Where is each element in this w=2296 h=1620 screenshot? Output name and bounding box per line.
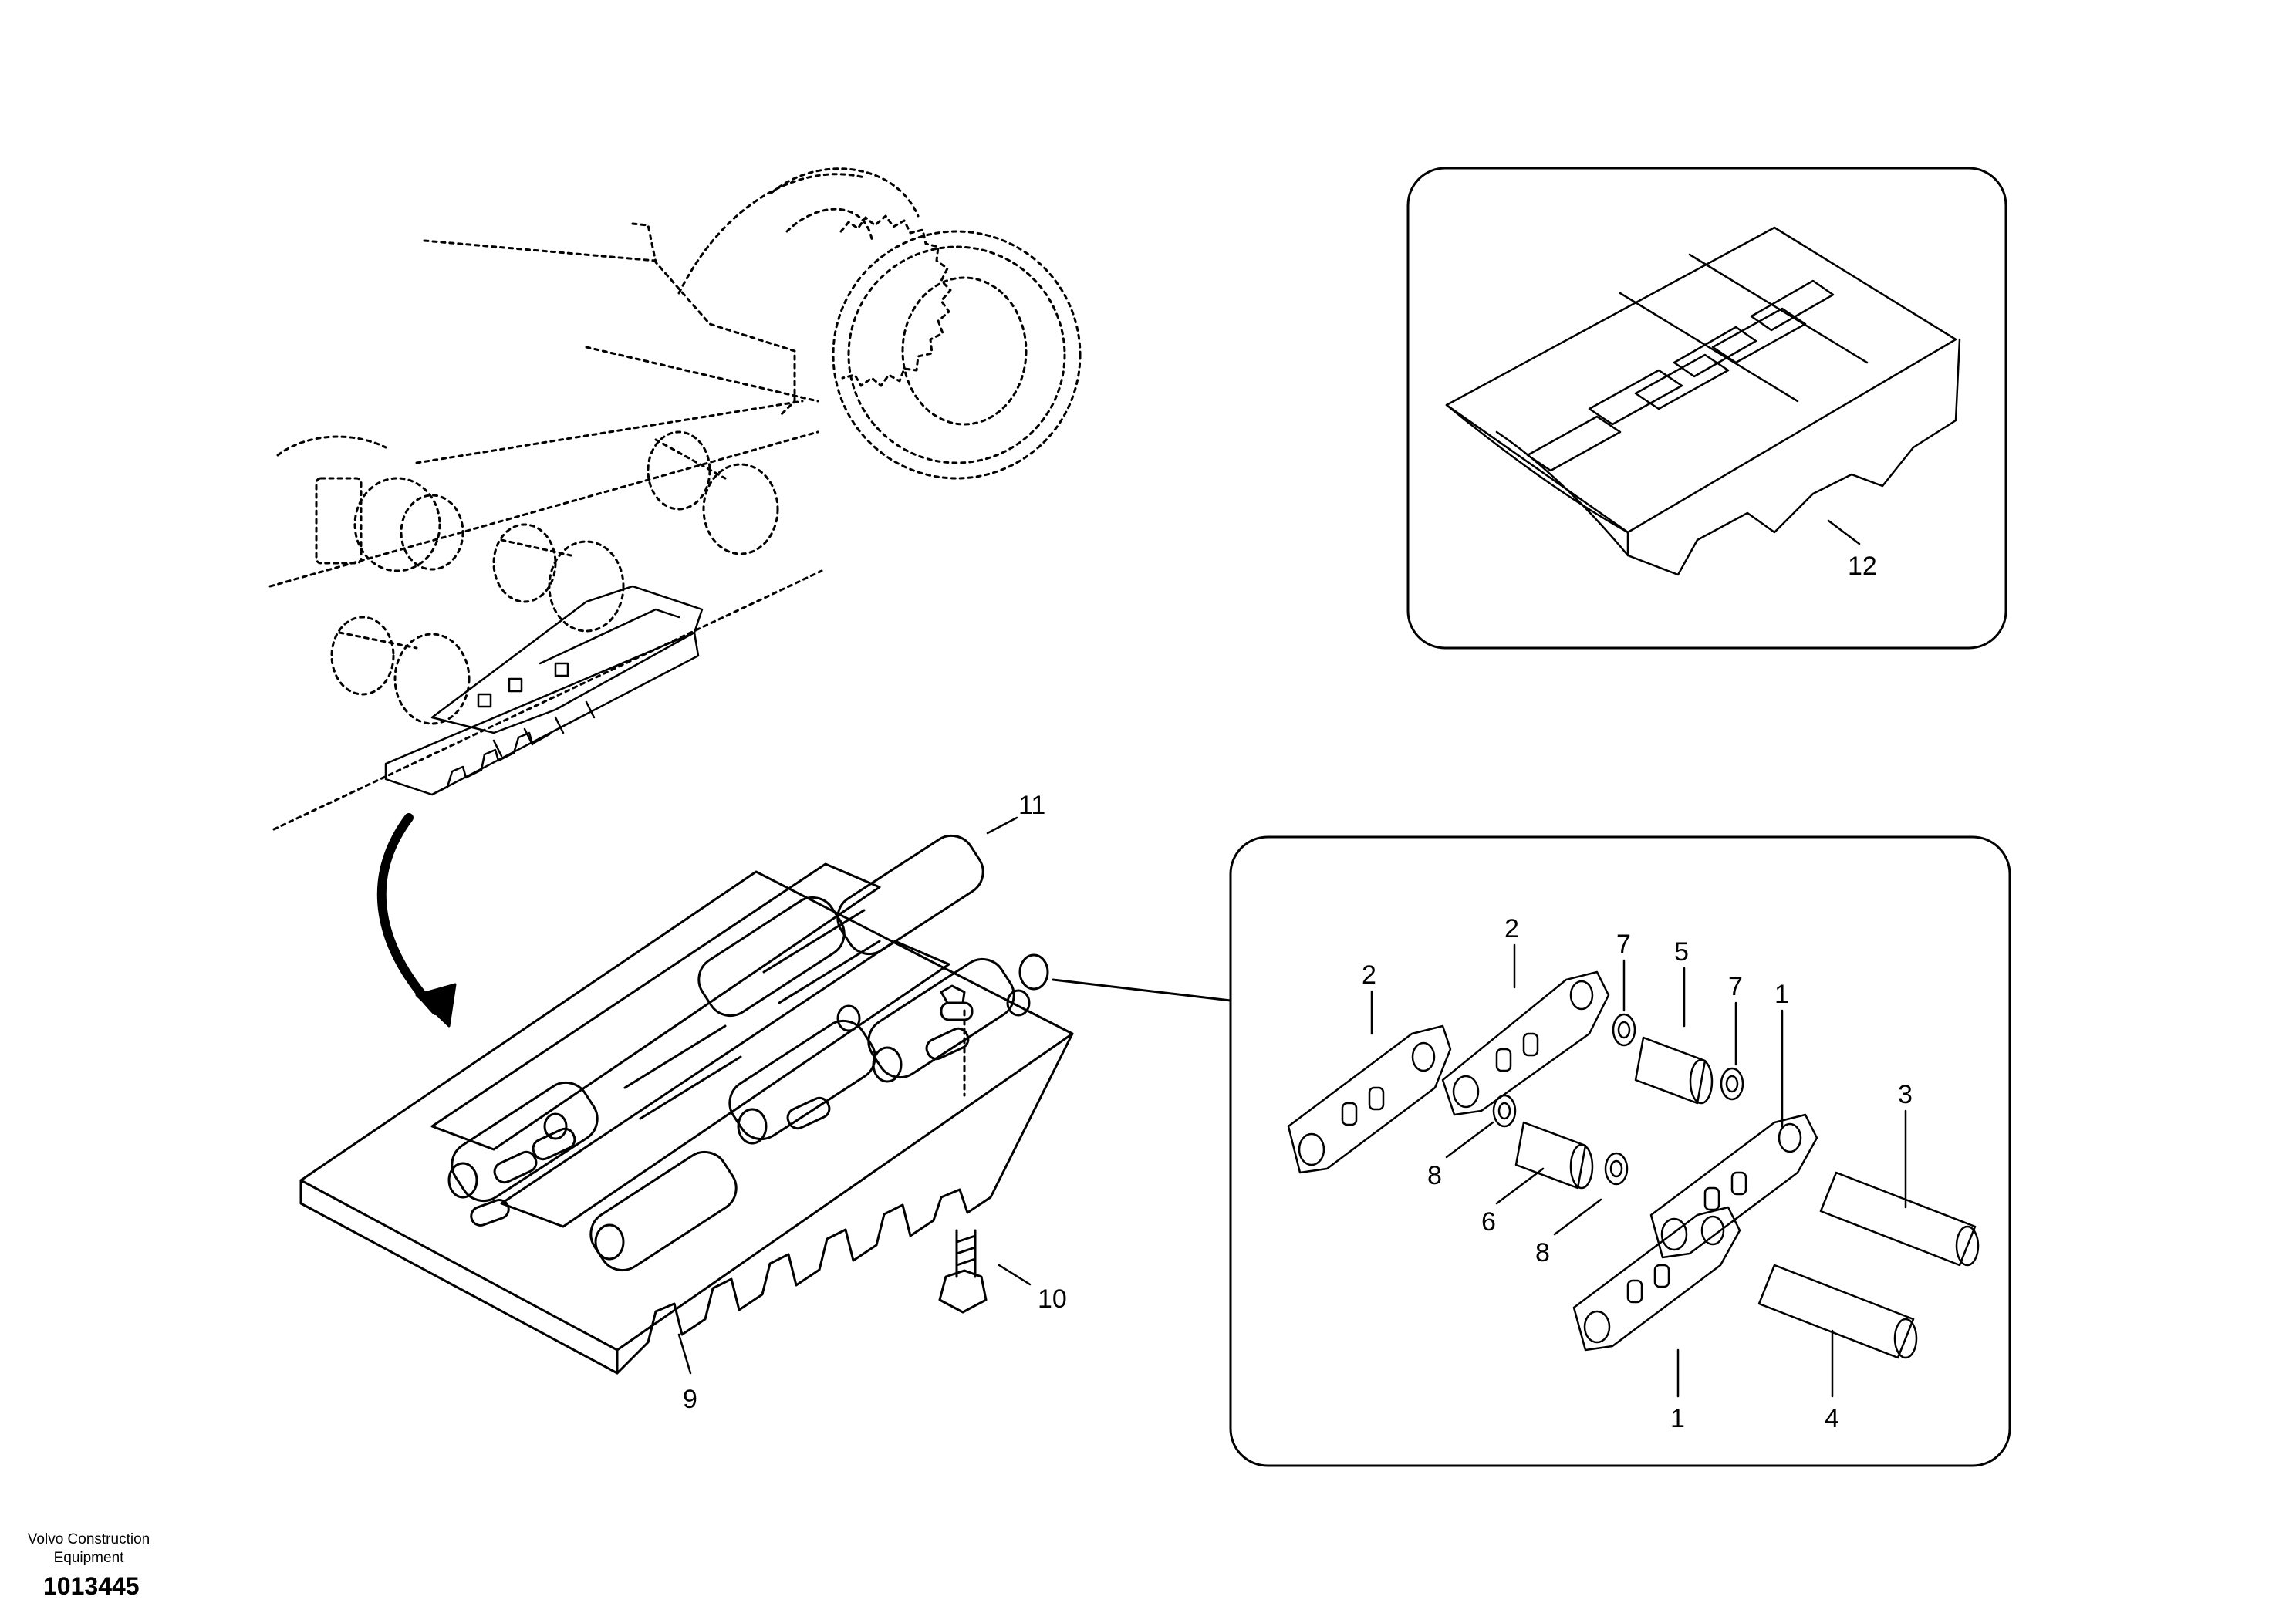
callout-1-upper: 1	[1774, 980, 1789, 1009]
callout-labels: 11 10 9 12 2 2 7 5 7 1 3 8 6 8 1 4	[683, 552, 1913, 1433]
callout-10: 10	[1038, 1284, 1067, 1314]
callout-6: 6	[1481, 1207, 1496, 1237]
undercarriage-context	[268, 167, 1082, 831]
callout-2-left: 2	[1362, 960, 1376, 990]
leader-lines	[677, 519, 1907, 1398]
callout-11: 11	[1018, 791, 1045, 820]
callout-8-upper: 8	[1427, 1161, 1442, 1190]
callout-8-lower: 8	[1535, 1238, 1550, 1267]
direction-arrow	[376, 813, 441, 1015]
detail-pointer-line	[1052, 978, 1232, 1002]
link-parts-drawing	[1287, 970, 1980, 1359]
rubber-pad-drawing	[1445, 226, 1961, 576]
drawing-number: 1013445	[43, 1572, 140, 1600]
track-link-context	[384, 585, 704, 796]
callout-5: 5	[1674, 937, 1689, 967]
callout-12: 12	[1848, 552, 1877, 581]
callout-3: 3	[1898, 1080, 1913, 1109]
callout-7-right: 7	[1728, 972, 1743, 1001]
company-name: Volvo Construction Equipment	[27, 1531, 150, 1566]
track-chain-assembly	[299, 834, 1074, 1375]
callout-7-left: 7	[1616, 930, 1631, 959]
rubber-pad-detail-frame	[1406, 167, 2007, 650]
callout-4: 4	[1825, 1404, 1839, 1433]
link-parts-detail-frame	[1229, 835, 2011, 1467]
callout-1-lower: 1	[1670, 1404, 1685, 1433]
callout-2-right: 2	[1504, 914, 1519, 943]
callout-9: 9	[683, 1385, 697, 1414]
